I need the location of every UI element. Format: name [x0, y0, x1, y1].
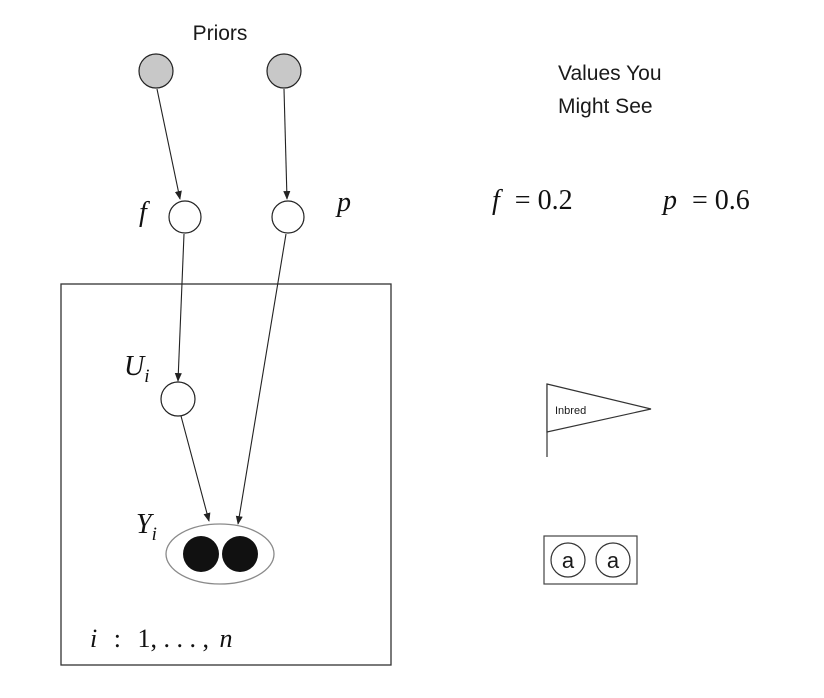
node-y-label: Yi	[136, 509, 157, 545]
node-f-label: f	[139, 197, 150, 228]
prior-node-f	[138, 53, 174, 89]
allele-2-dot	[222, 536, 258, 572]
values-heading-line1: Values You	[558, 62, 662, 85]
inbred-flag: Inbred	[546, 383, 652, 457]
node-u-label: Ui	[124, 351, 150, 387]
genotype-box: a a	[543, 535, 638, 585]
edge-prior-to-p	[283, 88, 291, 200]
node-p	[271, 200, 305, 234]
allele-2-label: a	[607, 548, 620, 573]
edge-f-to-u	[174, 233, 185, 382]
allele-2-circle	[595, 542, 631, 578]
plate	[60, 283, 392, 666]
edge-prior-to-f	[156, 88, 182, 200]
node-u	[160, 381, 196, 417]
priors-label: Priors	[193, 22, 248, 45]
flag-pennant	[546, 383, 652, 433]
value-f: f = 0.2	[492, 185, 573, 216]
node-f	[168, 200, 202, 234]
allele-1-circle	[550, 542, 586, 578]
plate-index-label: i : 1, . . . , n	[90, 624, 232, 653]
edge-p-to-y	[235, 233, 287, 525]
allele-1-dot	[183, 536, 219, 572]
value-p: p = 0.6	[661, 185, 750, 216]
flag-label: Inbred	[555, 405, 586, 417]
node-p-label: p	[335, 187, 351, 218]
edge-u-to-y	[180, 415, 211, 522]
allele-1-label: a	[562, 548, 575, 573]
prior-node-p	[266, 53, 302, 89]
values-heading-line2: Might See	[558, 95, 653, 118]
